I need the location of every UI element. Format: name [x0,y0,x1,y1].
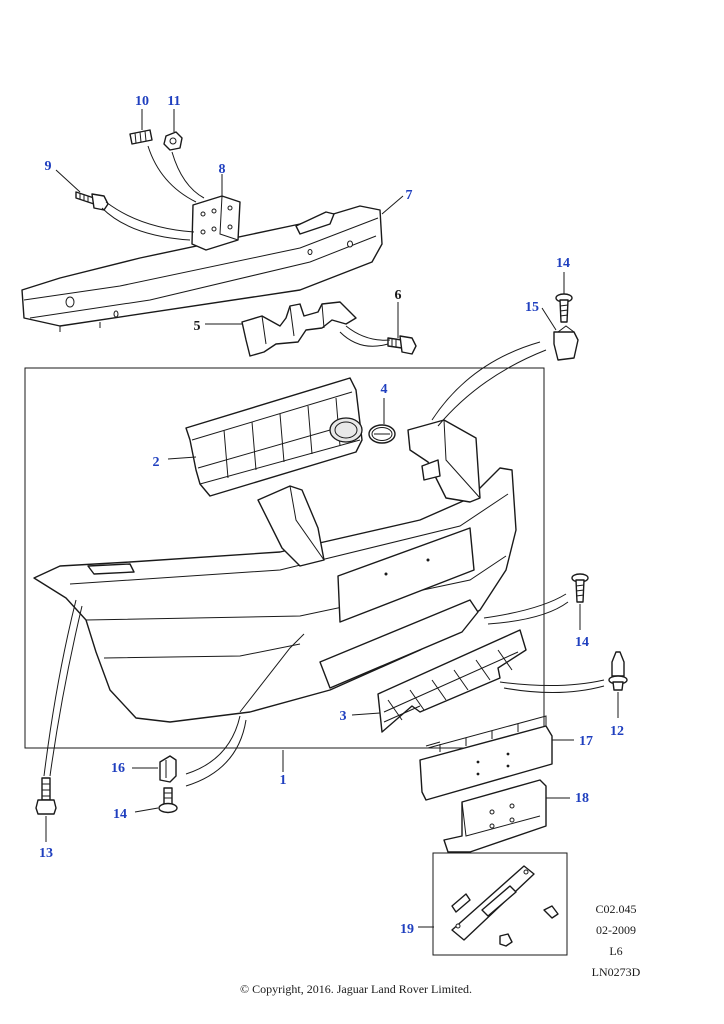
callout-14-top: 14 [556,256,570,271]
stud-part-10 [129,129,153,145]
reference-date: 02-2009 [596,923,636,937]
bolt-part-6 [387,335,417,355]
callout-12: 12 [610,724,624,739]
bolt-part-9 [75,191,109,211]
callout-5: 5 [194,319,201,334]
bumper-cover-part-1 [33,419,517,723]
callout-15: 15 [525,300,539,315]
callout-6: 6 [395,288,402,303]
assembly-frame [24,367,545,749]
callout-14-bottom: 14 [113,807,127,822]
callout-11: 11 [167,94,180,109]
copyright-notice: © Copyright, 2016. Jaguar Land Rover Lim… [240,982,472,996]
callout-2: 2 [153,455,160,470]
grille-part-2 [185,377,363,497]
callout-19: 19 [400,922,414,937]
reference-drawing-id: LN0273D [592,965,641,979]
mounting-kit-part-19 [432,852,568,956]
callout-1: 1 [280,773,287,788]
mesh-insert-part-3 [377,629,527,733]
bumper-beam-part-7 [21,205,383,332]
callout-13: 13 [39,846,53,861]
callout-4: 4 [381,382,388,397]
screw-part-14-right [571,573,589,603]
callout-10: 10 [135,94,149,109]
reference-level: L6 [609,944,622,958]
push-clip-part-12 [608,651,628,691]
bracket-part-5 [241,301,357,357]
bolt-part-13 [35,777,57,815]
mounting-plate-part-8 [191,195,241,251]
callout-18: 18 [575,791,589,806]
plate-bracket-part-18 [443,779,547,853]
clip-part-16 [159,755,177,783]
callout-3: 3 [340,709,347,724]
callout-labels: 1 2 3 4 5 6 7 8 9 10 11 12 13 14 14 14 1… [39,94,624,937]
nut-part-11 [163,131,183,151]
callout-17: 17 [579,734,593,749]
callout-9: 9 [45,159,52,174]
callout-16: 16 [111,761,125,776]
reference-block: C02.045 02-2009 L6 LN0273D [592,902,641,979]
callout-8: 8 [219,162,226,177]
callout-14-right: 14 [575,635,589,650]
screw-part-14-bottom [158,787,178,814]
badge-part-4 [368,424,396,444]
connection-curves [43,145,605,787]
clip-nut-part-15 [553,325,579,361]
license-plate-part-17 [419,715,553,801]
reference-code: C02.045 [595,902,636,916]
leader-lines [45,109,619,928]
callout-7: 7 [406,188,413,203]
screw-part-14-top [555,293,573,323]
